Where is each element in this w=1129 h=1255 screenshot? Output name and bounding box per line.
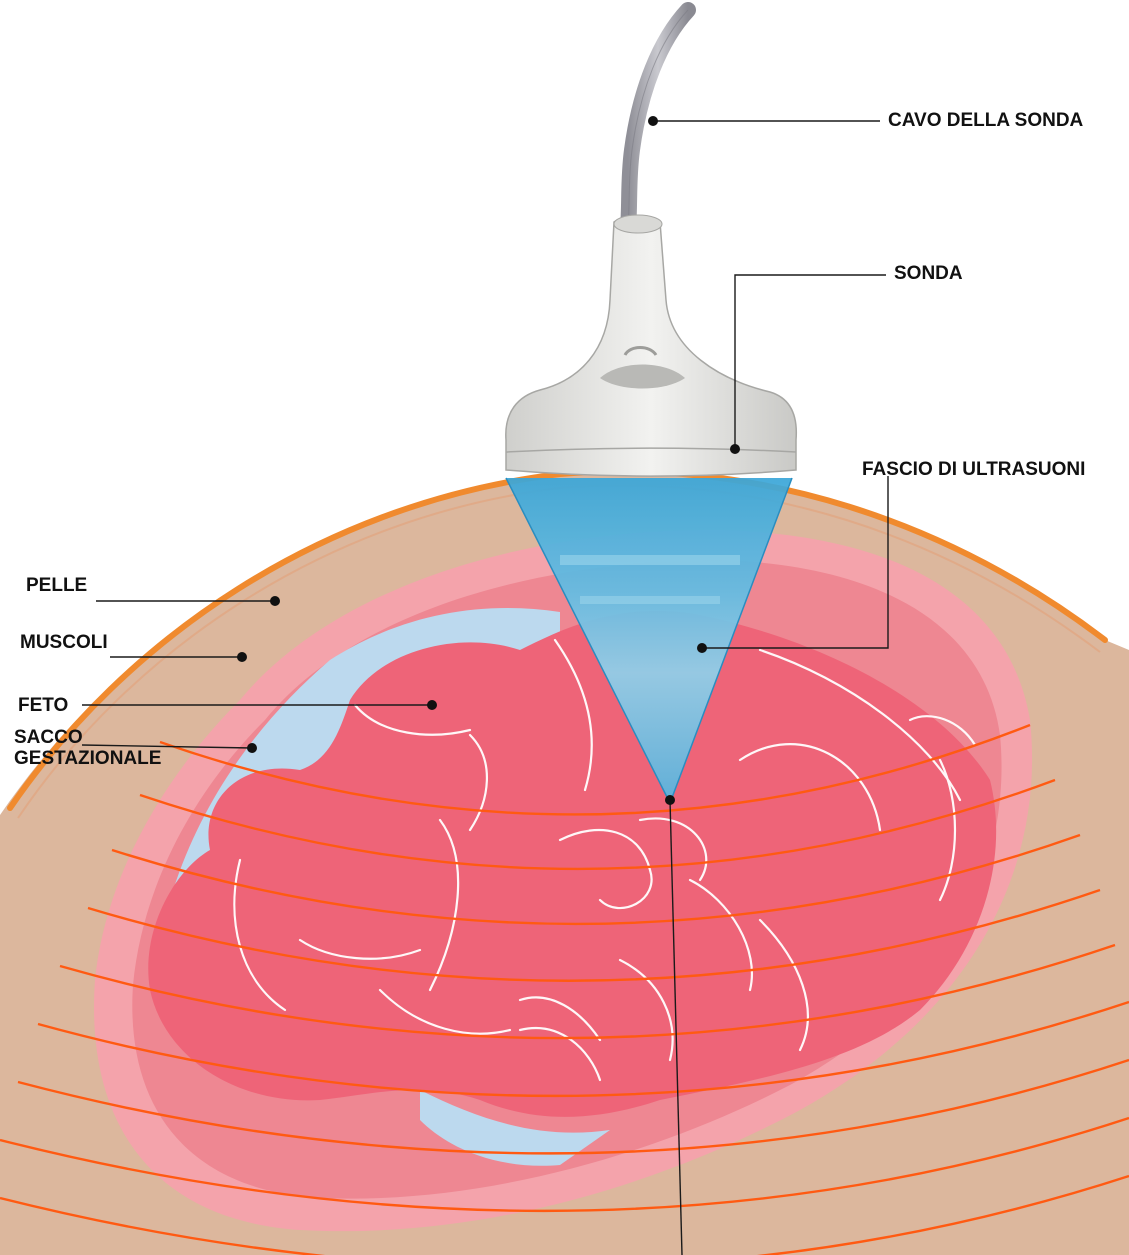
label-ultrasound-beam: FASCIO DI ULTRASUONI	[862, 459, 1085, 480]
label-skin: PELLE	[26, 575, 87, 596]
label-probe-cable: CAVO DELLA SONDA	[888, 110, 1083, 131]
ultrasound-probe	[506, 215, 796, 476]
label-gestational-sac-line1: SACCO	[14, 727, 161, 748]
label-gestational-sac: SACCO GESTAZIONALE	[14, 727, 161, 769]
label-muscles: MUSCOLI	[20, 632, 108, 653]
label-gestational-sac-line2: GESTAZIONALE	[14, 748, 161, 769]
label-fetus: FETO	[18, 695, 68, 716]
label-probe: SONDA	[894, 263, 963, 284]
